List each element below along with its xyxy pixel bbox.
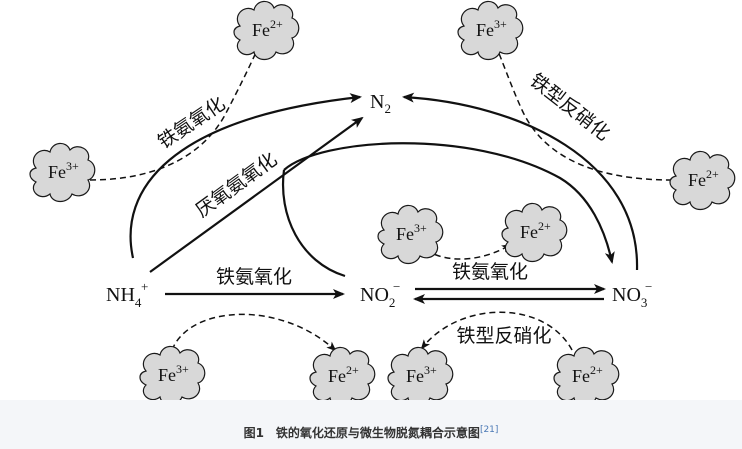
svg-text:Fe3+: Fe3+: [48, 159, 79, 182]
cloud-fe3-bottom-left: Fe3+: [139, 345, 206, 400]
dash-fe3-bl-to-fe2-bl: [171, 313, 337, 352]
caption-bar: [0, 400, 742, 449]
label-fe-denitrification-bottom: 铁型反硝化: [456, 325, 551, 347]
cloud-fe3-top-right: Fe3+: [457, 0, 524, 61]
svg-text:Fe3+: Fe3+: [406, 363, 437, 386]
arrow-arc-to-no3: [283, 142, 615, 264]
dash-fe2-br-to-fe3-br: [420, 311, 573, 351]
arrow-nh4-to-n2-anammox: [149, 116, 364, 273]
species-no2: NO2−: [360, 279, 400, 310]
dash-fe3-left-to-fe2-top: [89, 46, 259, 181]
dash-fe3-mid-to-fe2-mid: [425, 243, 512, 260]
caption-reference-link[interactable]: [21]: [479, 425, 499, 435]
arrow-no2-join-curve: [282, 169, 346, 278]
species-no3: NO3−: [612, 279, 652, 310]
svg-text:Fe3+: Fe3+: [396, 221, 427, 244]
svg-text:Fe2+: Fe2+: [688, 167, 719, 190]
arrow-nh4-to-n2-arc: [129, 93, 362, 259]
cloud-fe3-left: Fe3+: [29, 142, 96, 203]
label-fe-denitrification-top: 铁型反硝化: [525, 69, 613, 145]
figure-caption: 图1 铁的氧化还原与微生物脱氮耦合示意图[21]: [0, 424, 742, 441]
svg-text:Fe3+: Fe3+: [158, 362, 189, 385]
svg-text:Fe2+: Fe2+: [520, 219, 551, 242]
arrow-no3-to-n2-arc: [402, 92, 639, 271]
svg-text:Fe2+: Fe2+: [252, 17, 283, 40]
label-feammox-bottom: 铁氨氧化: [216, 266, 292, 288]
cloud-fe2-right: Fe2+: [669, 150, 736, 211]
cloud-fe2-top-left: Fe2+: [233, 0, 300, 61]
dash-fe2-right-to-fe3-top: [495, 44, 673, 181]
cloud-fe2-middle: Fe2+: [501, 202, 568, 263]
svg-text:Fe2+: Fe2+: [328, 363, 359, 386]
cloud-fe2-bottom-left: Fe2+: [309, 346, 376, 400]
label-feammox-middle: 铁氨氧化: [452, 261, 528, 283]
nitrogen-iron-coupling-diagram: Fe2+ Fe3+ Fe3+ Fe2+ Fe3+ Fe2+ Fe3+ Fe2+ …: [29, 0, 736, 400]
cloud-fe2-bottom-right: Fe2+: [553, 346, 620, 400]
svg-text:Fe2+: Fe2+: [572, 363, 603, 386]
cloud-fe3-bottom-right: Fe3+: [387, 346, 454, 400]
cloud-fe3-middle: Fe3+: [377, 204, 444, 265]
caption-text: 图1 铁的氧化还原与微生物脱氮耦合示意图: [243, 426, 480, 440]
svg-text:Fe3+: Fe3+: [476, 17, 507, 40]
species-n2: N2: [370, 91, 391, 116]
species-nh4: NH4+: [106, 279, 148, 310]
